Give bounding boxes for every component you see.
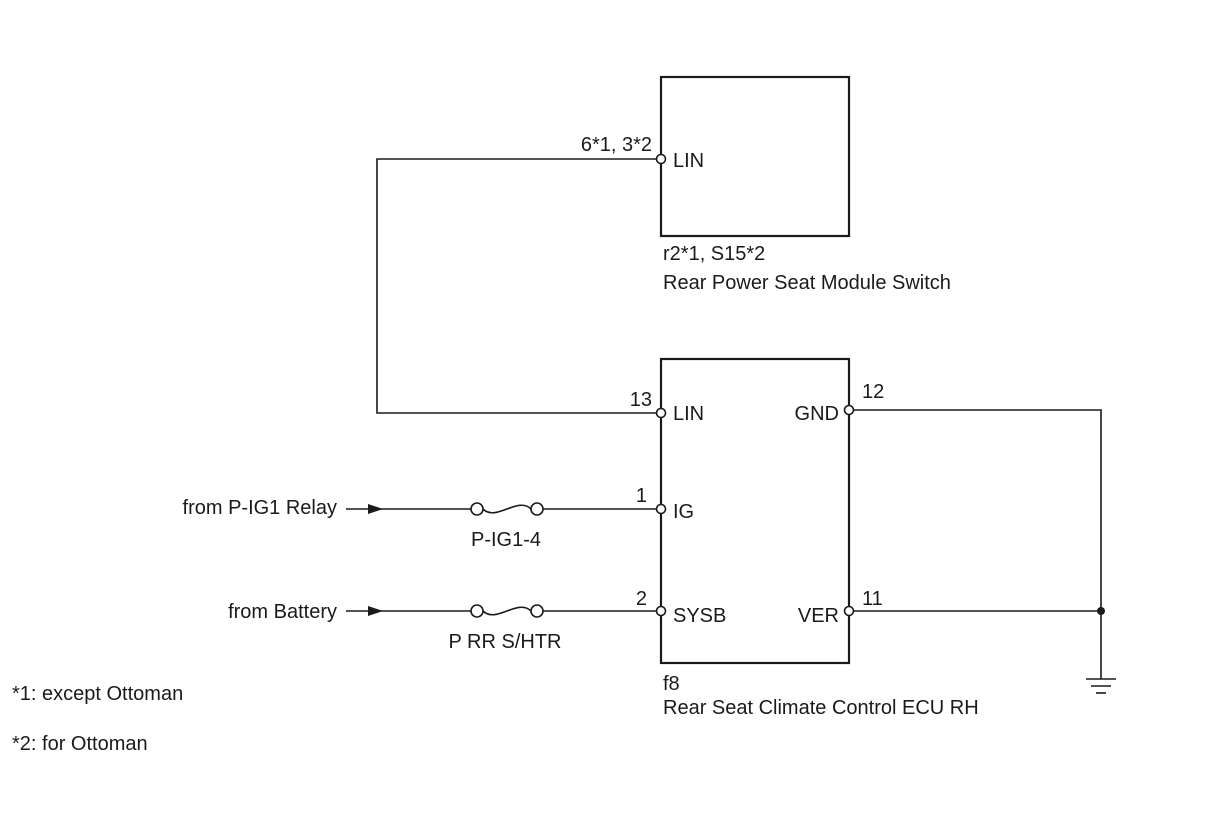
ecu-ver-pin xyxy=(843,605,855,617)
ecu-ig-pin-label: IG xyxy=(673,501,694,523)
ecu-sysb-pin-number: 2 xyxy=(636,588,647,610)
ecu-box xyxy=(659,357,851,665)
ecu-lin-pin-label: LIN xyxy=(673,403,704,425)
ecu-lin-pin xyxy=(655,407,667,419)
switch-module-box xyxy=(659,75,851,238)
switch-lin-pin-label: LIN xyxy=(673,150,704,172)
ecu-name: Rear Seat Climate Control ECU RH xyxy=(663,697,979,719)
junction-dot xyxy=(1097,607,1105,615)
ecu-ver-pin-label: VER xyxy=(798,605,839,627)
ecu-connector-code: f8 xyxy=(663,673,680,695)
ground-icon xyxy=(1086,678,1116,694)
lin-wire xyxy=(376,158,657,414)
switch-connector-code: r2*1, S15*2 xyxy=(663,243,765,265)
ecu-ig-pin-number: 1 xyxy=(636,485,647,507)
battery-fuse-element xyxy=(482,606,532,616)
ecu-gnd-pin xyxy=(843,404,855,416)
ig-fuse-element xyxy=(482,504,532,514)
ig-fuse-terminal-left xyxy=(470,502,484,516)
ig-fuse-terminal-right xyxy=(530,502,544,516)
ecu-gnd-pin-label: GND xyxy=(795,403,839,425)
battery-fuse-terminal-right xyxy=(530,604,544,618)
ecu-sysb-pin-label: SYSB xyxy=(673,605,726,627)
footnote-1: *1: except Ottoman xyxy=(12,683,183,705)
battery-input-label: from Battery xyxy=(228,601,337,623)
relay-input-arrow xyxy=(368,504,383,514)
gnd-wire xyxy=(853,409,1102,679)
ecu-lin-pin-number: 13 xyxy=(630,389,652,411)
battery-fuse-label: P RR S/HTR xyxy=(449,631,562,653)
switch-lin-pin xyxy=(655,153,667,165)
battery-input-arrow xyxy=(368,606,383,616)
ig-fuse-label: P-IG1-4 xyxy=(471,529,541,551)
switch-module-name: Rear Power Seat Module Switch xyxy=(663,272,951,294)
relay-input-label: from P-IG1 Relay xyxy=(183,497,337,519)
ecu-ig-pin xyxy=(655,503,667,515)
ecu-gnd-pin-number: 12 xyxy=(862,381,884,403)
footnote-2: *2: for Ottoman xyxy=(12,733,148,755)
battery-fuse-terminal-left xyxy=(470,604,484,618)
ecu-ver-pin-number: 11 xyxy=(862,588,883,610)
ecu-sysb-pin xyxy=(655,605,667,617)
switch-lin-pin-number: 6*1, 3*2 xyxy=(581,134,652,156)
